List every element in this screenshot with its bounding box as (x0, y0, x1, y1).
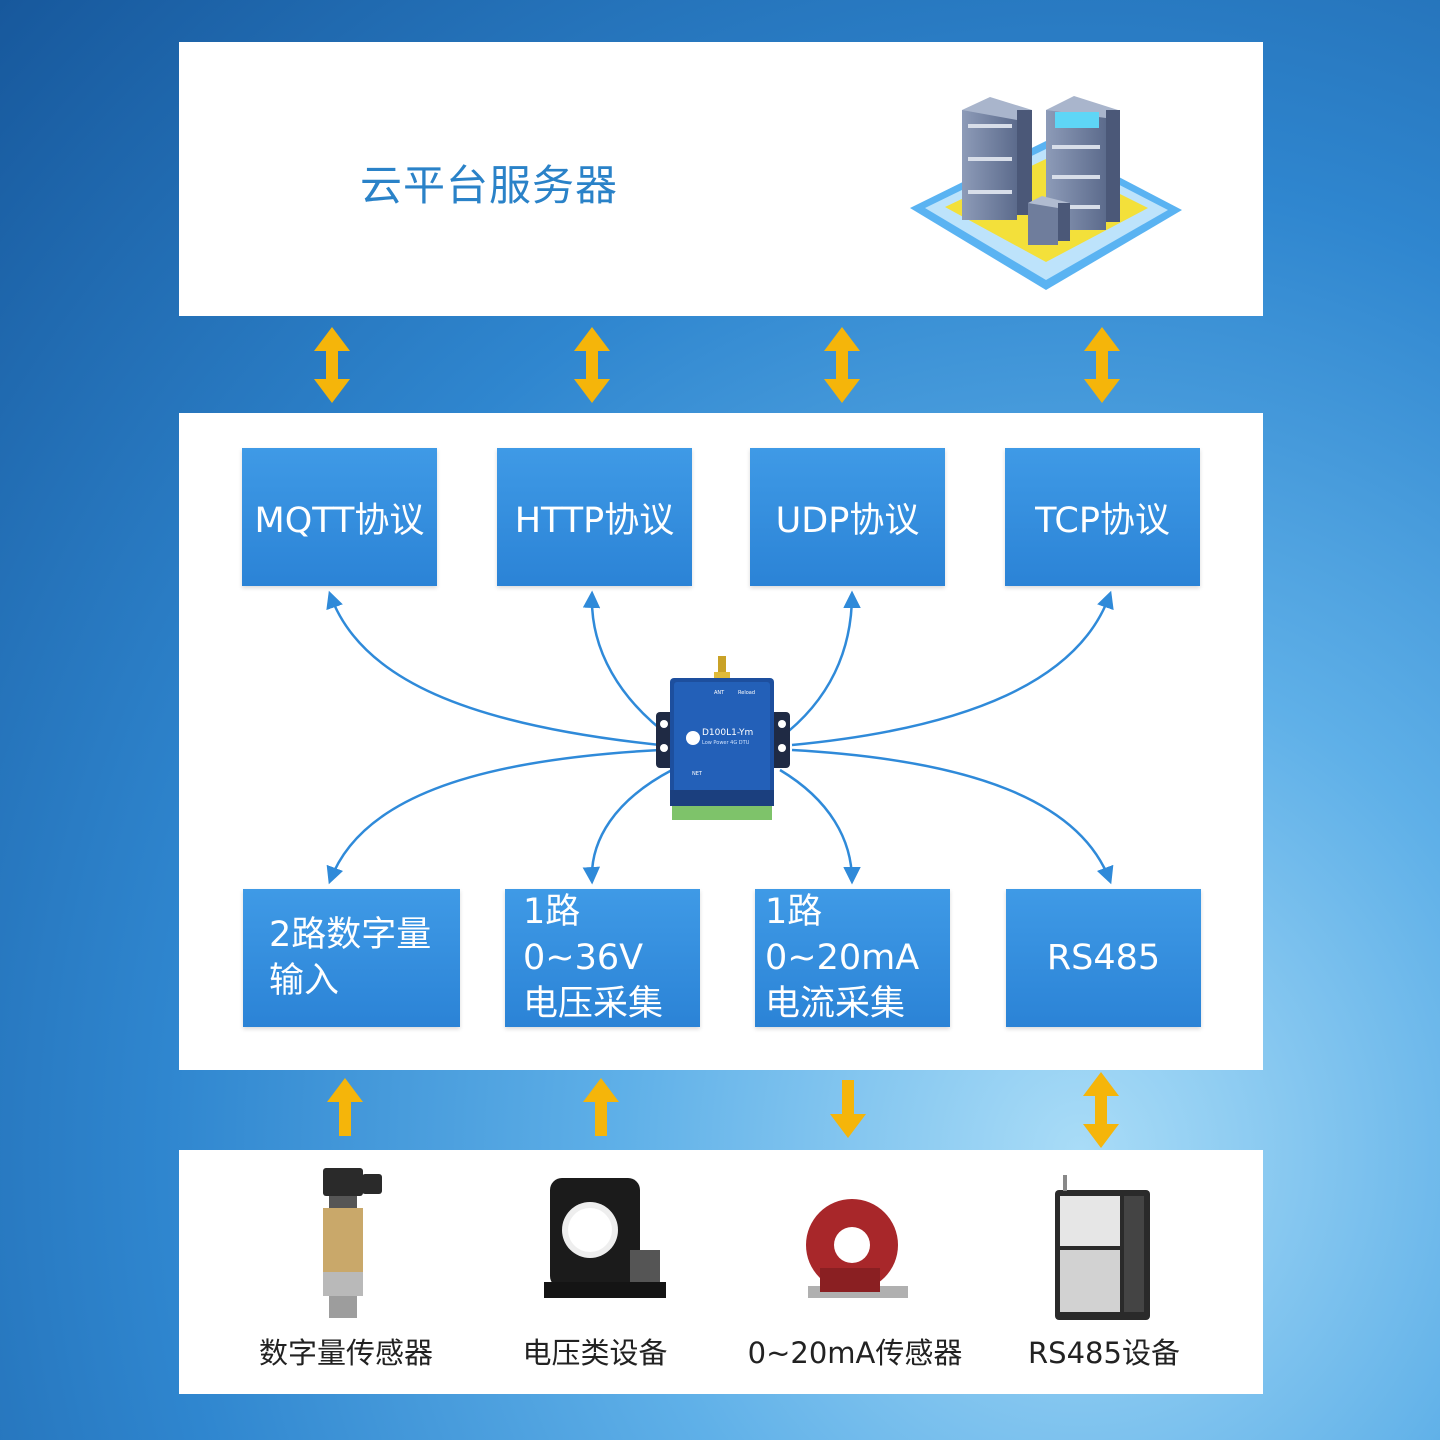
device-link-arrows (327, 1072, 1119, 1148)
cloud-platform-title: 云平台服务器 (360, 161, 619, 210)
current-transformer-icon (806, 1199, 908, 1298)
protocol-label: UDP协议 (775, 500, 920, 541)
input-line1: 1路0~36V (523, 892, 644, 978)
device-label-current-sensor: 0~20mA传感器 (747, 1336, 963, 1370)
dtu-model: D100L1-Ym (702, 728, 753, 738)
input-box-voltage: 1路0~36V 电压采集 (505, 889, 700, 1027)
input-line1: RS485 (1046, 938, 1161, 978)
protocol-label: MQTT协议 (254, 500, 425, 541)
input-box-current: 1路0~20mA 电流采集 (755, 889, 950, 1027)
voltage-transformer-icon (544, 1178, 666, 1298)
input-line2: 电流采集 (765, 984, 906, 1024)
dtu-subtitle: Low Power 4G DTU (702, 740, 750, 746)
device-label-rs485-device: RS485设备 (1028, 1336, 1180, 1370)
protocol-box-tcp: TCP协议 (1005, 448, 1200, 586)
input-line1: 2路数字量 (269, 915, 432, 955)
protocol-label: HTTP协议 (514, 500, 675, 541)
input-line2: 电压采集 (523, 984, 664, 1024)
protocol-box-mqtt: MQTT协议 (242, 448, 437, 586)
protocol-box-udp: UDP协议 (750, 448, 945, 586)
input-line1: 1路0~20mA (765, 892, 920, 978)
dtu-net-label: NET (692, 771, 703, 777)
dtu-ant-label: ANT (714, 690, 725, 696)
device-label-digital-sensor: 数字量传感器 (258, 1336, 433, 1370)
server-rack-icon (910, 96, 1182, 290)
dtu-device: D100L1-Ym Low Power 4G DTU ANT Reload NE… (656, 656, 790, 820)
device-label-voltage-device: 电压类设备 (522, 1336, 668, 1370)
dtu-connector-lines (326, 590, 1114, 885)
protocol-box-http: HTTP协议 (497, 448, 692, 586)
input-box-rs485: RS485 (1006, 889, 1201, 1027)
rs485-cabinet-icon (1055, 1175, 1150, 1320)
protocol-label: TCP协议 (1035, 500, 1170, 541)
input-box-digital: 2路数字量输入 (243, 889, 460, 1027)
pressure-sensor-icon (323, 1168, 382, 1318)
cloud-link-arrows (314, 327, 1120, 403)
dtu-reload-label: Reload (738, 690, 755, 696)
input-line2: 输入 (269, 961, 340, 1001)
